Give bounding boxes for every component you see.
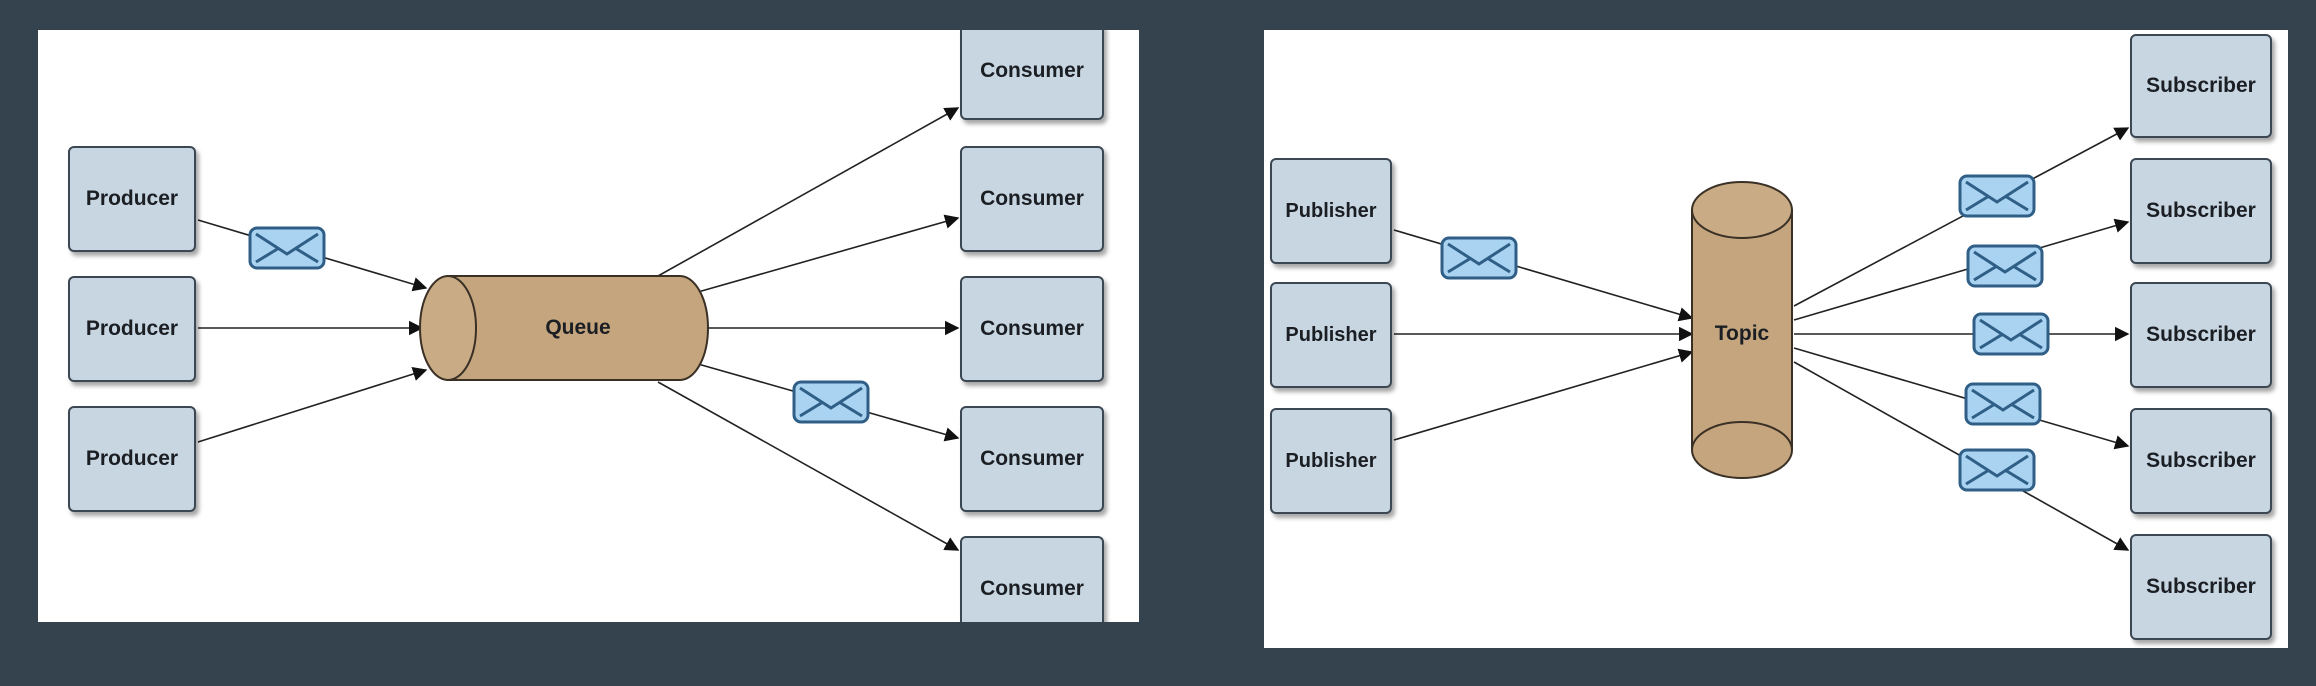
queue-connectors — [197, 107, 960, 551]
topic-connectors — [1393, 127, 2130, 551]
producer-node-3: Producer — [68, 406, 196, 512]
edge-producer-3-queue — [197, 367, 428, 443]
producer-node-2: Producer — [68, 276, 196, 382]
edge-queue-consumer-5 — [657, 381, 960, 551]
edge-queue-consumer-2 — [697, 214, 960, 293]
edge-queue-consumer-1 — [657, 107, 960, 277]
producer-node-1: Producer — [68, 146, 196, 252]
message-envelope-icon — [1440, 236, 1518, 280]
edge-topic-subscriber-2 — [1793, 218, 2130, 321]
message-envelope-icon — [1972, 312, 2050, 356]
queue-label: Queue — [545, 316, 611, 339]
message-envelope-icon — [792, 380, 870, 424]
edge-topic-subscriber-1 — [1793, 127, 2130, 307]
edge-publisher-1-topic — [1393, 229, 1694, 322]
subscriber-node-3: Subscriber — [2130, 282, 2272, 388]
topic-label: Topic — [1714, 322, 1770, 345]
message-envelope-icon — [1964, 382, 2042, 426]
consumer-node-2: Consumer — [960, 146, 1104, 252]
consumer-node-5: Consumer — [960, 536, 1104, 622]
message-envelope-icon — [1966, 244, 2044, 288]
topic-cylinder — [1691, 181, 1793, 479]
consumer-node-1: Consumer — [960, 30, 1104, 120]
edge-publisher-3-topic — [1393, 348, 1694, 441]
publisher-node-2: Publisher — [1270, 282, 1392, 388]
queue-cylinder — [419, 275, 709, 381]
message-envelope-icon — [1958, 448, 2036, 492]
edge-topic-subscriber-4 — [1793, 347, 2130, 450]
message-envelope-icon — [1958, 174, 2036, 218]
consumer-node-4: Consumer — [960, 406, 1104, 512]
subscriber-node-2: Subscriber — [2130, 158, 2272, 264]
publisher-node-3: Publisher — [1270, 408, 1392, 514]
publisher-node-1: Publisher — [1270, 158, 1392, 264]
subscriber-node-4: Subscriber — [2130, 408, 2272, 514]
message-envelope-icon — [248, 226, 326, 270]
topic-diagram-panel: Topic Publisher Publisher Publisher Subs… — [1264, 30, 2288, 648]
consumer-node-3: Consumer — [960, 276, 1104, 382]
subscriber-node-5: Subscriber — [2130, 534, 2272, 640]
subscriber-node-1: Subscriber — [2130, 34, 2272, 138]
queue-diagram-panel: Queue Producer Producer Producer Consume… — [38, 30, 1139, 622]
